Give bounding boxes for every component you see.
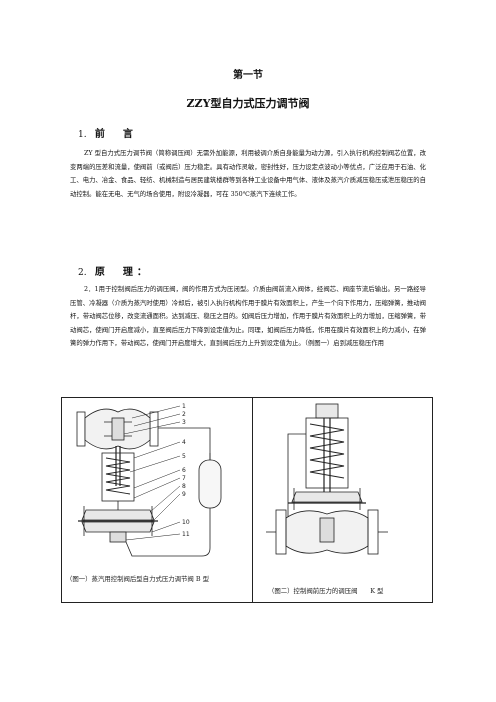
condenser xyxy=(198,459,222,509)
outlet-flange xyxy=(149,411,159,447)
figure2-drawing xyxy=(266,403,388,555)
impulse-pipe xyxy=(158,427,211,460)
callout-2: 2 xyxy=(182,411,186,418)
spring-housing xyxy=(305,417,349,489)
diaphragm-lower xyxy=(81,521,155,533)
intro-label: 前 言 xyxy=(94,129,137,140)
figure-frame xyxy=(61,397,433,603)
document-title: ZZY型自力式压力调节阀 xyxy=(186,97,310,110)
intro-paragraph: ZY 型自力式压力调节阀（简称调压阀）无需外加能源，利用被调介质自身能量为动力源… xyxy=(70,147,426,201)
spring xyxy=(309,423,345,479)
callout-5: 5 xyxy=(182,453,186,460)
figure-divider xyxy=(252,397,253,603)
callout-4: 4 xyxy=(182,439,186,446)
figure1-caption: （图一）蒸汽用控制阀后型自力式压力调节阀 B 型 xyxy=(66,575,209,583)
diaphragm xyxy=(291,491,363,503)
principle-heading: 2. 原 理： xyxy=(78,263,151,278)
principle-label: 原 理： xyxy=(94,267,151,278)
outlet-flange xyxy=(367,509,379,555)
valve-plug xyxy=(111,417,125,441)
callout-6: 6 xyxy=(182,467,186,474)
callout-1: 1 xyxy=(182,403,186,410)
principle-paragraph: 2．1用于控制阀后压力的调压阀，阀的作用方式为压闭型。介质由阀前流入阀体，经阀芯… xyxy=(70,283,426,351)
intro-number: 1. xyxy=(78,130,87,140)
figure1-drawing: 1 2 3 4 5 6 7 8 9 10 11 xyxy=(76,403,222,557)
callout-3: 3 xyxy=(182,419,186,426)
callout-8: 8 xyxy=(182,483,186,490)
inlet-flange xyxy=(275,509,287,555)
diaphragm-upper xyxy=(81,509,155,521)
callout-7: 7 xyxy=(182,475,186,482)
spring xyxy=(105,457,131,495)
valve-plug xyxy=(319,517,335,543)
inlet-flange xyxy=(76,411,86,447)
intro-text: ZY 型自力式压力调节阀（简称调压阀）无需外加能源，利用被调介质自身能量为动力源… xyxy=(70,150,426,198)
section-heading: 第一节 xyxy=(233,70,263,81)
intro-heading: 1. 前 言 xyxy=(78,125,137,140)
callout-11: 11 xyxy=(182,531,190,538)
principle-text: 2．1用于控制阀后压力的调压阀，阀的作用方式为压闭型。介质由阀前流入阀体，经阀芯… xyxy=(70,286,426,348)
callout-9: 9 xyxy=(182,491,186,498)
top-cap xyxy=(315,403,339,419)
figure2-caption: （图二）控制阀前压力的调压阀 K 型 xyxy=(268,587,384,595)
principle-number: 2. xyxy=(78,268,87,278)
callout-10: 10 xyxy=(182,519,190,526)
